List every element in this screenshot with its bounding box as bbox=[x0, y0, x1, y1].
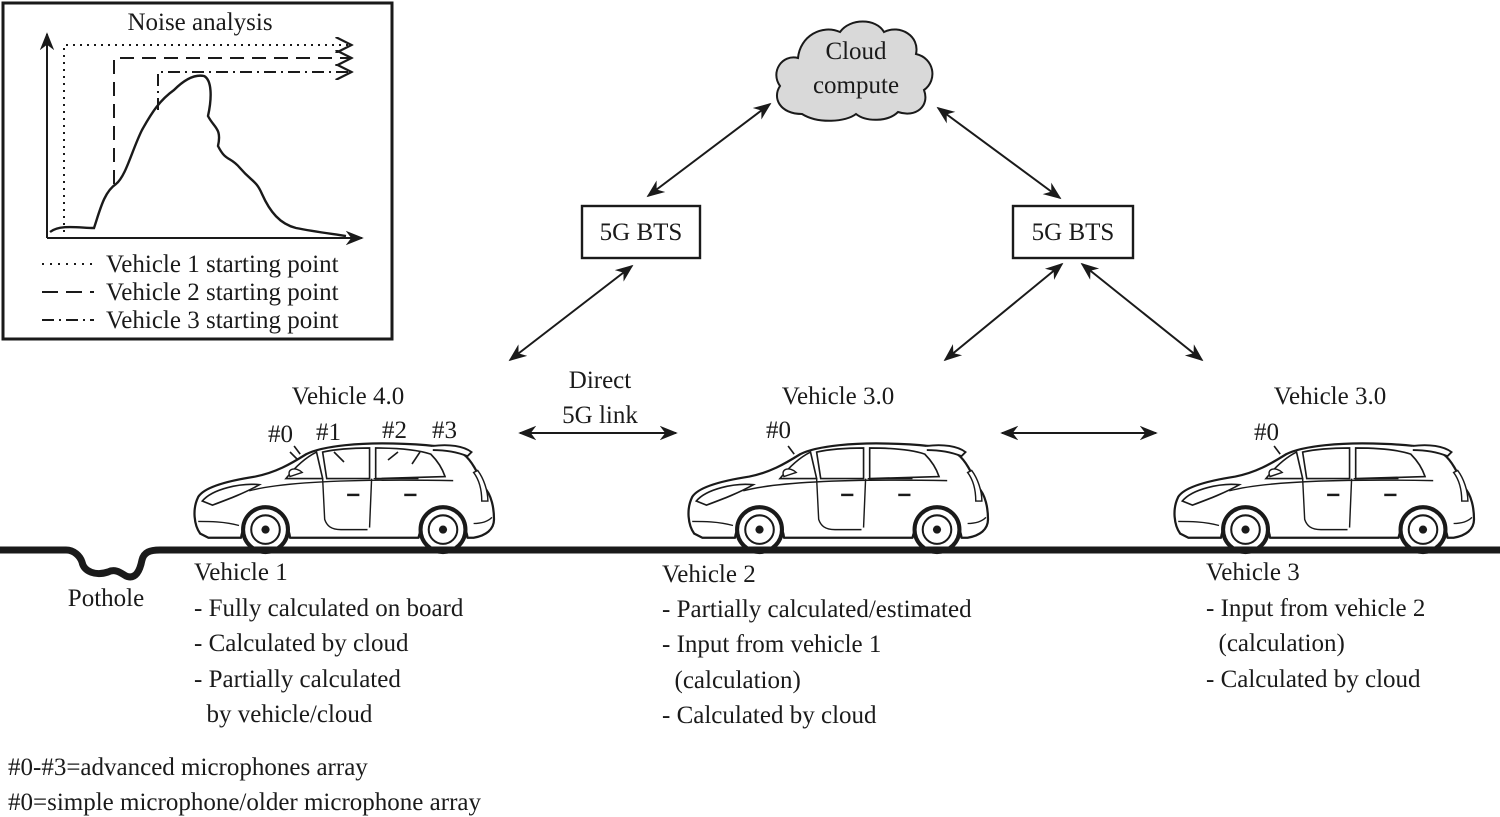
cloud-icon bbox=[775, 20, 934, 122]
noise-analysis-inset: Noise analysis Vehicle 1 starting point … bbox=[1, 1, 394, 341]
car-3-mic-0: #0 bbox=[1254, 419, 1279, 446]
cloud-label-line1: Cloud bbox=[825, 38, 887, 65]
footnote-2: #0=simple microphone/older microphone ar… bbox=[8, 789, 481, 816]
direct-link-label-line2: 5G link bbox=[562, 402, 638, 429]
car-1-icon bbox=[195, 443, 494, 552]
vehicle-1-line-3: - Partially calculated bbox=[194, 666, 401, 693]
vehicle-1-line-1: - Fully calculated on board bbox=[194, 595, 464, 622]
link-bts-right-vehicle-3 bbox=[1080, 262, 1204, 362]
vehicle-2-heading: Vehicle 2 bbox=[662, 561, 756, 588]
vehicle-2-line-2: - Input from vehicle 1 bbox=[662, 631, 881, 658]
car-1-mic-markers bbox=[289, 451, 421, 465]
vehicle-3-heading: Vehicle 3 bbox=[1206, 559, 1300, 586]
road-with-pothole bbox=[0, 546, 1500, 581]
legend-label-vehicle-2: Vehicle 2 starting point bbox=[106, 279, 339, 306]
direct-link-label-line1: Direct bbox=[569, 367, 632, 394]
car-1-mic-0: #0 bbox=[268, 421, 293, 448]
cloud-compute: Cloud compute bbox=[775, 20, 934, 122]
vehicle-2-line-1: - Partially calculated/estimated bbox=[662, 596, 972, 623]
vehicle-3-line-3: - Calculated by cloud bbox=[1206, 666, 1421, 693]
pothole-label: Pothole bbox=[68, 585, 144, 612]
vehicle-2-description: Vehicle 2 - Partially calculated/estimat… bbox=[662, 561, 972, 729]
bts-right: 5G BTS bbox=[1011, 204, 1135, 260]
vehicle-1-description: Vehicle 1 - Fully calculated on board - … bbox=[194, 559, 464, 728]
car-3-title: Vehicle 3.0 bbox=[1274, 383, 1386, 410]
vehicle-3-description: Vehicle 3 - Input from vehicle 2 (calcul… bbox=[1206, 559, 1425, 693]
bts-left: 5G BTS bbox=[580, 204, 702, 260]
links bbox=[508, 102, 1204, 441]
bts-left-label: 5G BTS bbox=[600, 219, 683, 246]
vehicle-1-line-2: - Calculated by cloud bbox=[194, 630, 409, 657]
inset-title: Noise analysis bbox=[127, 9, 272, 36]
link-cloud-bts-left bbox=[646, 102, 772, 198]
legend-label-vehicle-1: Vehicle 1 starting point bbox=[106, 251, 339, 278]
car-2-icon bbox=[689, 443, 988, 552]
vehicle-3-line-2: (calculation) bbox=[1206, 630, 1345, 657]
vehicle-1-heading: Vehicle 1 bbox=[194, 559, 288, 586]
car-1-title: Vehicle 4.0 bbox=[292, 383, 404, 410]
cloud-label-line2: compute bbox=[813, 72, 899, 99]
link-bts-right-vehicle-2 bbox=[943, 262, 1064, 362]
car-1-mic-3: #3 bbox=[432, 417, 457, 444]
footnote-1: #0-#3=advanced microphones array bbox=[8, 754, 368, 781]
bts-right-label: 5G BTS bbox=[1032, 219, 1115, 246]
link-cloud-bts-right bbox=[936, 106, 1062, 200]
car-2-title: Vehicle 3.0 bbox=[782, 383, 894, 410]
car-1-mic-1: #1 bbox=[316, 419, 341, 446]
vehicle-2-line-3: (calculation) bbox=[662, 667, 801, 694]
link-bts-left-vehicle-1 bbox=[508, 264, 634, 362]
vehicle-1-line-4: by vehicle/cloud bbox=[194, 701, 373, 728]
vehicle-3-line-1: - Input from vehicle 2 bbox=[1206, 595, 1425, 622]
vehicle-2-line-4: - Calculated by cloud bbox=[662, 702, 877, 729]
car-3-icon bbox=[1175, 443, 1474, 552]
car-2-mic-0: #0 bbox=[766, 417, 791, 444]
noise-curve bbox=[49, 74, 347, 238]
car-1-mic-2: #2 bbox=[382, 417, 407, 444]
legend-label-vehicle-3: Vehicle 3 starting point bbox=[106, 307, 339, 334]
